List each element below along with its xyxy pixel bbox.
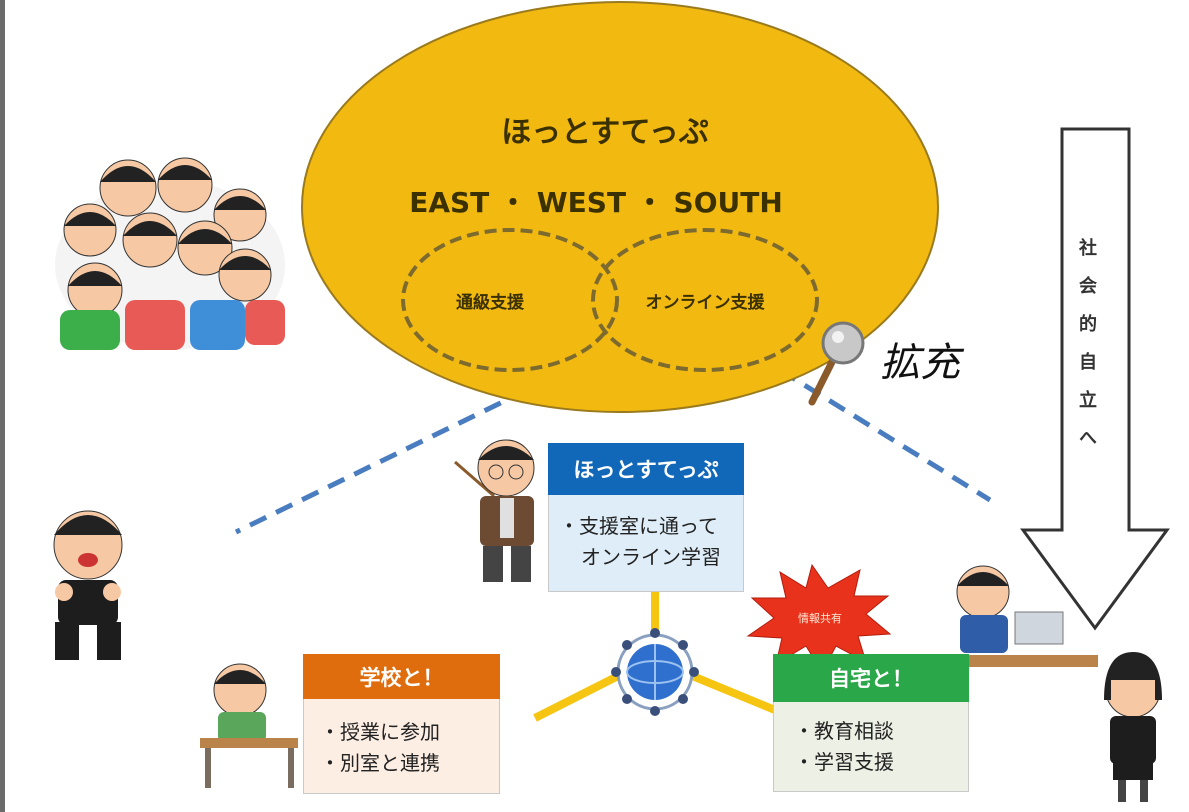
- school-box-body: ・授業に参加 ・別室と連携: [303, 699, 500, 794]
- hub-box: ほっとすてっぷ ・支援室に通って オンライン学習: [548, 443, 744, 592]
- hub-box-line1: ・支援室に通って: [559, 514, 718, 538]
- hub-box-body: ・支援室に通って オンライン学習: [548, 495, 744, 592]
- right-inner-ellipse: [591, 228, 819, 372]
- magnifier-icon: [808, 321, 865, 406]
- expand-label: 拡充: [880, 340, 960, 386]
- teacher-illustration: [454, 439, 535, 582]
- school-box-line2: ・別室と連携: [320, 751, 440, 775]
- left-circle-label: 通級支援: [456, 292, 525, 313]
- excited-boy-illustration: [53, 510, 123, 660]
- right-circle-label: オンライン支援: [646, 292, 766, 313]
- ellipse-title: ほっとすてっぷ: [501, 115, 709, 150]
- down-arrow: [1020, 127, 1170, 631]
- home-box-line1: ・教育相談: [794, 719, 894, 743]
- school-box-line1: ・授業に参加: [320, 720, 440, 744]
- student-at-desk-illustration: [200, 663, 298, 788]
- hub-box-line2: オンライン学習: [581, 545, 721, 569]
- ellipse-subtitle: EAST ・ WEST ・ SOUTH: [409, 186, 783, 219]
- home-box-body: ・教育相談 ・学習支援: [773, 702, 969, 792]
- main-ellipse: [301, 1, 939, 413]
- school-box: 学校と！ ・授業に参加 ・別室と連携: [303, 654, 500, 794]
- hub-box-title: ほっとすてっぷ: [548, 443, 744, 495]
- network-globe-icon: [611, 628, 699, 716]
- children-crowd-illustration: [55, 157, 285, 350]
- home-box-line2: ・学習支援: [794, 750, 894, 774]
- connector-left: [533, 671, 622, 722]
- dashed-line-right: [778, 367, 992, 503]
- left-inner-ellipse: [401, 228, 619, 372]
- boy-with-laptop-illustration: [950, 565, 1098, 667]
- home-box-title: 自宅と！: [773, 654, 969, 702]
- connector-right: [688, 671, 777, 714]
- girl-illustration: [1104, 652, 1162, 802]
- home-box: 自宅と！ ・教育相談 ・学習支援: [773, 654, 969, 792]
- burst-label: 情報共有: [798, 611, 842, 625]
- school-box-title: 学校と！: [303, 654, 500, 699]
- left-border: [0, 0, 5, 812]
- arrow-label: 社会的自立へ: [1076, 238, 1097, 466]
